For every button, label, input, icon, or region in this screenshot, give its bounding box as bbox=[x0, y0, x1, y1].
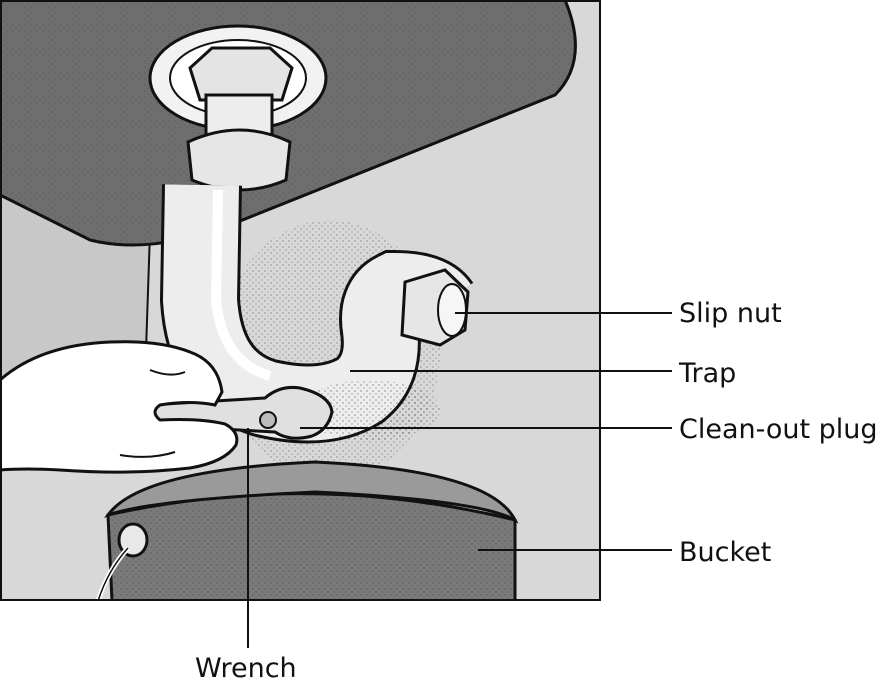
label-clean-out-plug: Clean-out plug bbox=[679, 414, 878, 445]
wrench-adjuster bbox=[259, 411, 277, 429]
slip-nut-face bbox=[437, 283, 467, 337]
trap-pipe-highlight bbox=[210, 189, 272, 381]
upper-slip-nut bbox=[186, 128, 292, 192]
hand-knuckle-lines bbox=[119, 369, 186, 458]
label-slip-nut: Slip nut bbox=[679, 298, 782, 329]
label-bucket: Bucket bbox=[679, 537, 772, 568]
illustration-frame bbox=[0, 0, 601, 601]
locknut bbox=[188, 46, 294, 102]
trap-shadow bbox=[300, 380, 440, 440]
bucket-handle-outline bbox=[97, 547, 129, 601]
label-wrench: Wrench bbox=[195, 653, 297, 684]
bucket-stipple bbox=[108, 493, 515, 601]
bucket-rim bbox=[104, 460, 519, 524]
tailpiece bbox=[204, 93, 274, 137]
label-trap: Trap bbox=[679, 358, 737, 389]
